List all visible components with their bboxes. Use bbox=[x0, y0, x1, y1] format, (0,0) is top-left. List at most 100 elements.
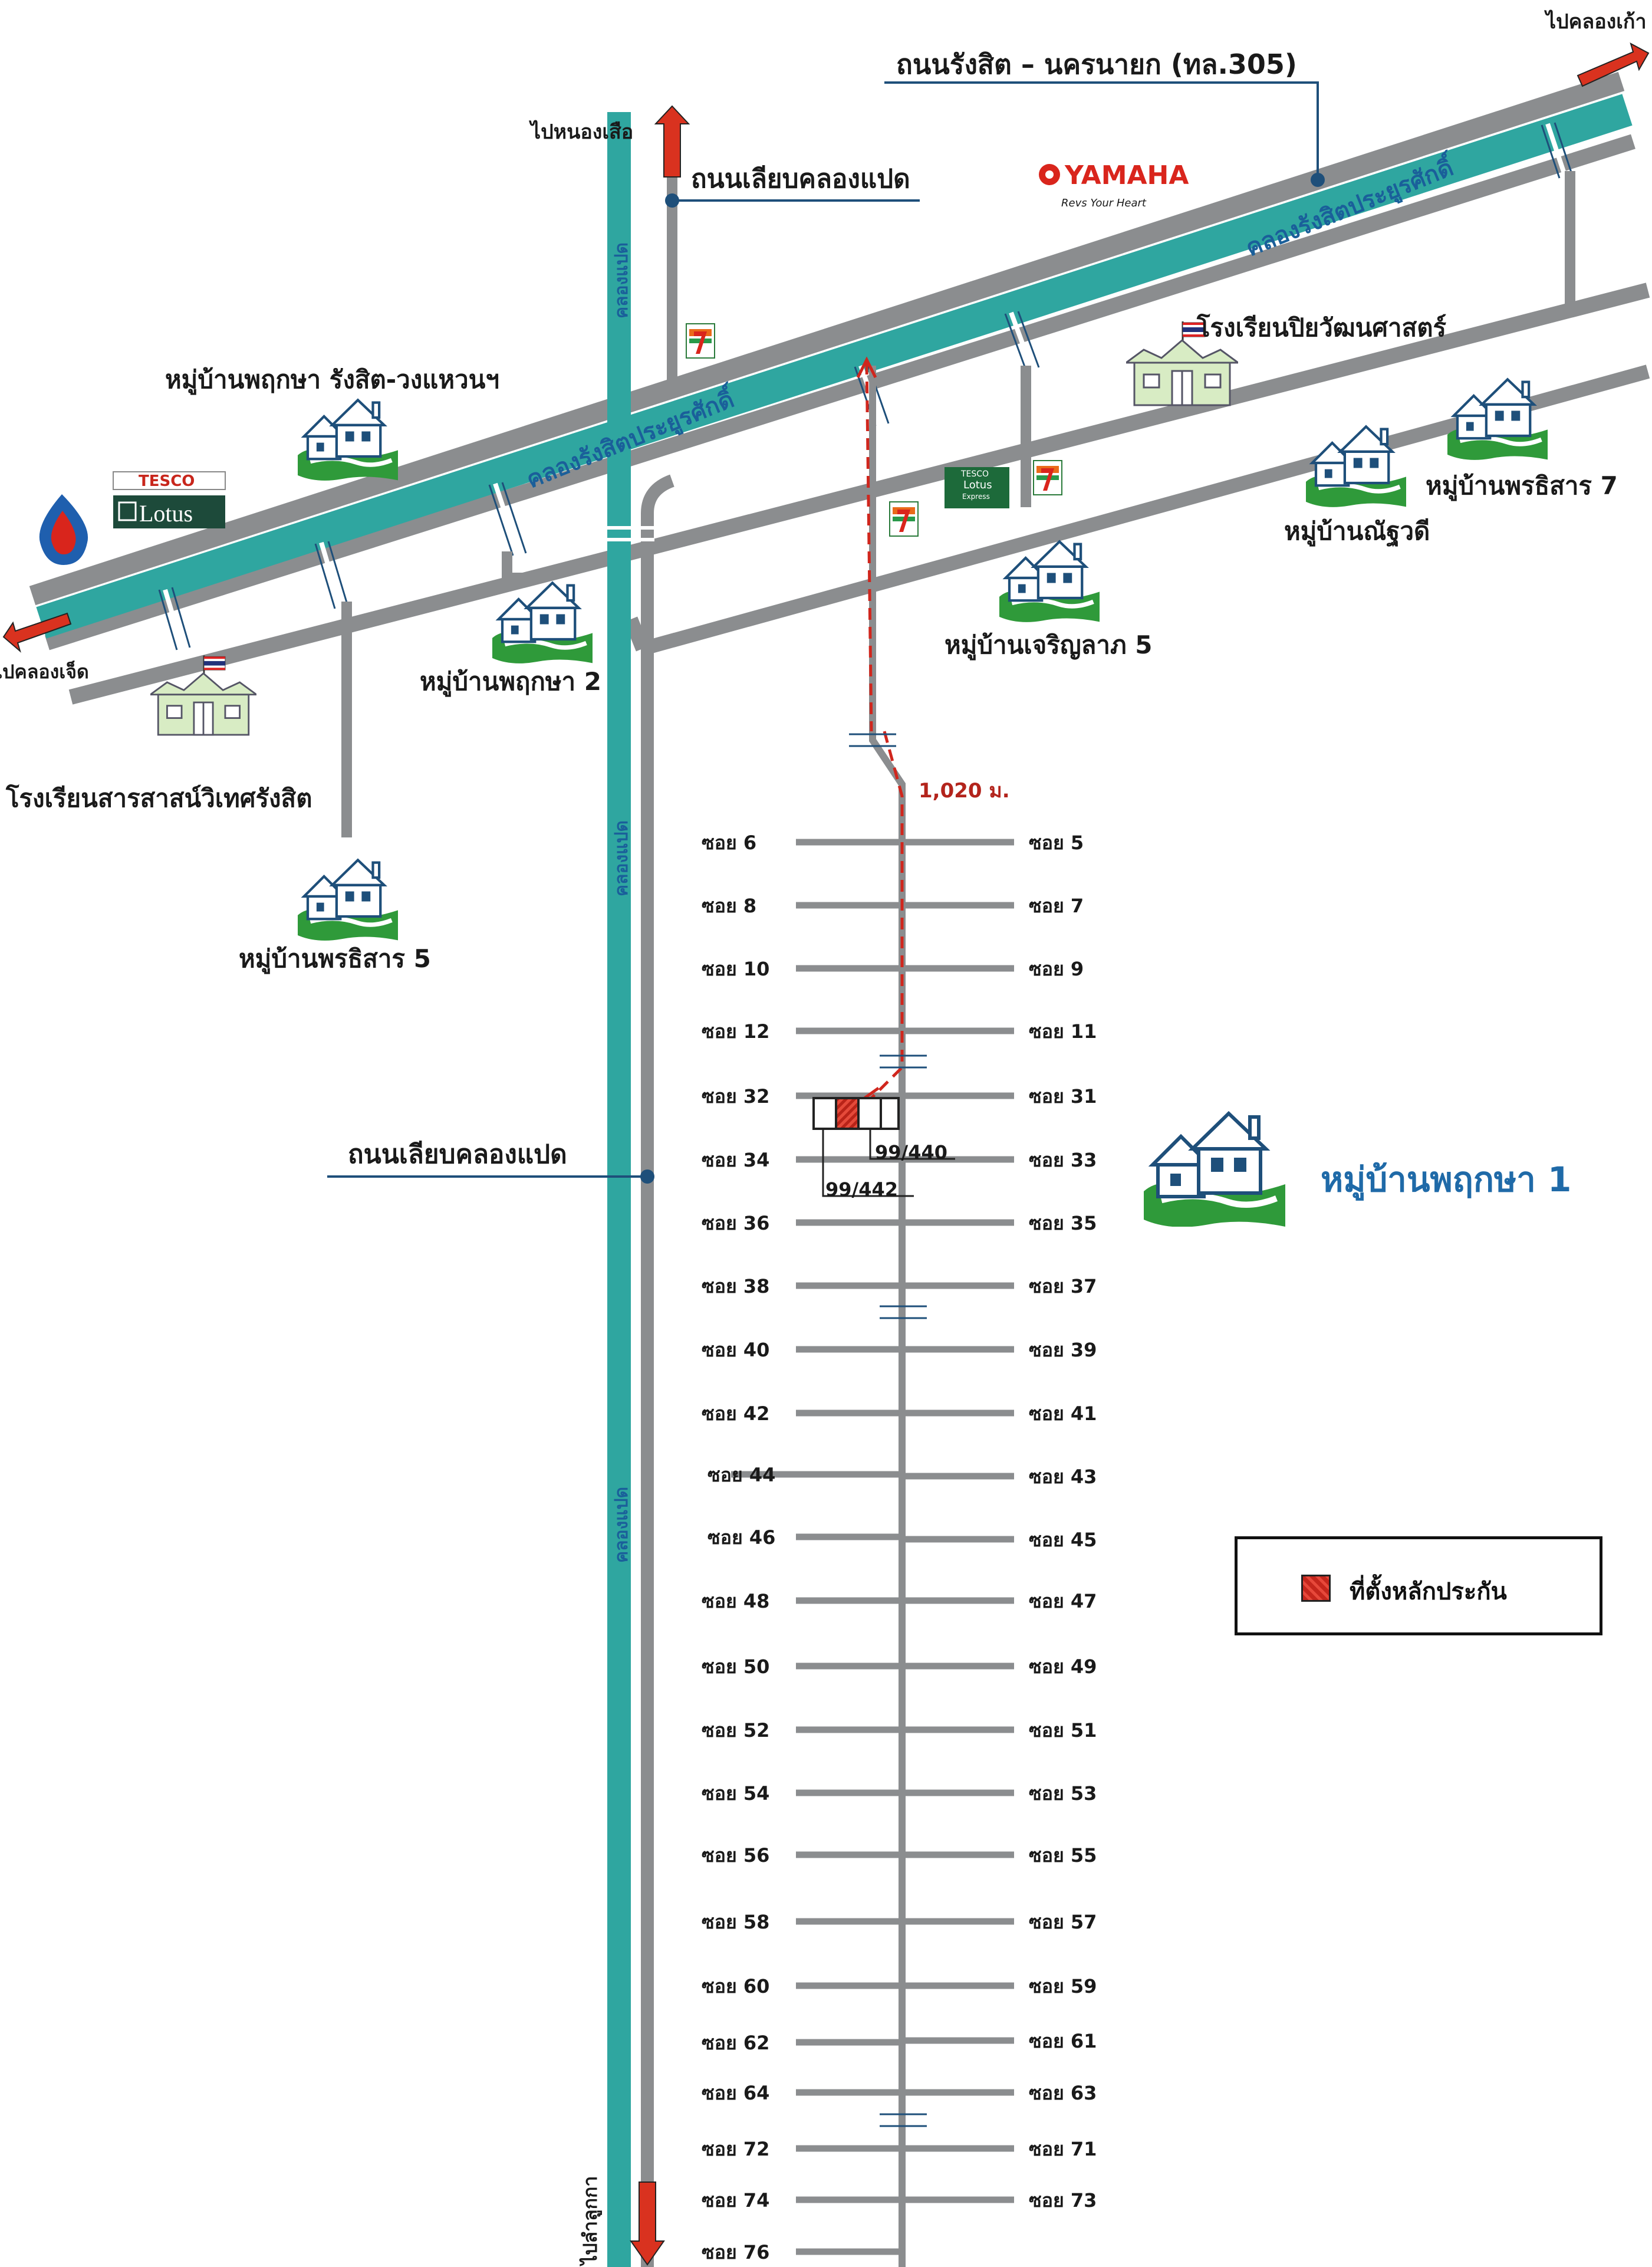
village-charoenlap-5-icon bbox=[999, 541, 1100, 622]
soi-label-left-15: ซอย 52 bbox=[702, 1719, 769, 1742]
soi-label-right-12: ซอย 45 bbox=[1029, 1529, 1097, 1551]
distance-label: 1,020 ม. bbox=[919, 779, 1010, 803]
klong8-road-label-mid: ถนนเลียบคลองแปด bbox=[348, 1139, 567, 1169]
village-pruksa-1-icon bbox=[1144, 1113, 1285, 1227]
seven-eleven-icon-1 bbox=[686, 323, 715, 359]
tesco-express-express: Express bbox=[962, 492, 990, 501]
village-pruksa-rangsit-label: หมู่บ้านพฤกษา รังสิต-วงแหวนฯ bbox=[165, 365, 499, 395]
soi-label-left-4: ซอย 12 bbox=[702, 1020, 769, 1043]
soi-label-left-17: ซอย 56 bbox=[702, 1844, 769, 1867]
soi-label-left-10: ซอย 42 bbox=[702, 1402, 769, 1425]
village-pruksa-2-icon bbox=[492, 583, 593, 663]
plot-99-442: 99/442 bbox=[825, 1178, 898, 1201]
klong8-label-b: คลองแปด bbox=[611, 820, 632, 896]
rangsit-canal bbox=[36, 94, 1633, 639]
label-to-lam-luk-ka: ไปลำลูกกา bbox=[579, 2176, 603, 2266]
seven-eleven-icon-2 bbox=[889, 501, 919, 537]
soi-label-right-11: ซอย 43 bbox=[1029, 1466, 1097, 1488]
soi-label-left-13: ซอย 48 bbox=[702, 1590, 769, 1612]
soi-label-right-2: ซอย 7 bbox=[1029, 895, 1084, 917]
village-charoenlap-5-label: หมู่บ้านเจริญลาภ 5 bbox=[945, 630, 1153, 661]
tesco-lotus-logo: TESCO Lotus bbox=[113, 471, 226, 528]
klong-8-canal bbox=[607, 112, 631, 2267]
soi-label-right-17: ซอย 55 bbox=[1029, 1844, 1097, 1867]
soi-label-right-15: ซอย 51 bbox=[1029, 1719, 1097, 1742]
klong8-label-c: คลองแปด bbox=[611, 1487, 632, 1563]
school-sarasas-label: โรงเรียนสารสาสน์วิเทศรังสิต bbox=[5, 784, 312, 813]
soi-label-left-5: ซอย 32 bbox=[702, 1085, 769, 1108]
branch-roads bbox=[341, 171, 1575, 837]
bridge-5 bbox=[1009, 311, 1034, 370]
soi-label-right-16: ซอย 53 bbox=[1029, 1782, 1097, 1805]
soi-label-right-3: ซอย 9 bbox=[1029, 958, 1084, 980]
main-road-north bbox=[29, 71, 1625, 606]
label-to-klong-9: ไปคลองเก้า bbox=[1544, 9, 1647, 34]
soi-label-left-23: ซอย 74 bbox=[702, 2189, 769, 2212]
village-pruksa-2-label: หมู่บ้านพฤกษา 2 bbox=[420, 667, 601, 697]
bridge-3 bbox=[493, 482, 521, 556]
soi-label-right-5: ซอย 31 bbox=[1029, 1085, 1097, 1108]
school-piyawat-label: โรงเรียนปิยวัฒนศาสตร์ bbox=[1196, 313, 1447, 342]
branch-pruksa-2 bbox=[502, 551, 531, 583]
soi-label-left-6: ซอย 34 bbox=[702, 1149, 769, 1171]
soi-main-road bbox=[869, 696, 906, 2267]
klong8-road-label-top: ถนนเลียบคลองแปด bbox=[691, 164, 910, 194]
legend-collateral-label: ที่ตั้งหลักประกัน bbox=[1350, 1578, 1507, 1605]
seven-eleven-icon-3 bbox=[1033, 460, 1062, 495]
soi-label-right-8: ซอย 37 bbox=[1029, 1275, 1097, 1297]
plot-right-2 bbox=[880, 1097, 900, 1130]
soi-label-left-14: ซอย 50 bbox=[702, 1655, 769, 1678]
bridge-2 bbox=[319, 541, 343, 609]
soi-label-left-8: ซอย 38 bbox=[702, 1275, 769, 1297]
route-line bbox=[865, 362, 904, 1104]
arrow-to-nong-suea bbox=[654, 105, 690, 178]
soi-label-right-13: ซอย 47 bbox=[1029, 1590, 1097, 1612]
soi-label-right-23: ซอย 73 bbox=[1029, 2189, 1097, 2212]
legend-collateral-swatch bbox=[1301, 1575, 1331, 1602]
bridge-6 bbox=[1545, 123, 1568, 178]
soi-label-left-7: ซอย 36 bbox=[702, 1212, 769, 1234]
village-pruksa-1-label: หมู่บ้านพฤกษา 1 bbox=[1321, 1159, 1571, 1201]
tesco-express-lotus: Lotus bbox=[963, 479, 992, 491]
arrow-to-klong-9 bbox=[1577, 42, 1650, 87]
soi-label-right-22: ซอย 71 bbox=[1029, 2138, 1097, 2160]
tesco-express-logo: TESCO Lotus Express bbox=[945, 467, 1009, 508]
soi-label-right-18: ซอย 57 bbox=[1029, 1911, 1097, 1933]
village-porntisarn-5-icon bbox=[298, 860, 398, 940]
soi-label-right-21: ซอย 63 bbox=[1029, 2082, 1097, 2104]
yamaha-text: YAMAHA bbox=[1064, 160, 1189, 190]
soi-label-right-7: ซอย 35 bbox=[1029, 1212, 1097, 1234]
label-to-klong-7: ไปคลองเจ็ด bbox=[0, 660, 89, 683]
klong8-bridge bbox=[601, 526, 654, 541]
soi-label-left-3: ซอย 10 bbox=[702, 958, 769, 980]
road-break-marks bbox=[849, 733, 927, 2127]
village-porntisarn-7-icon bbox=[1447, 379, 1548, 459]
soi-label-left-11: ซอย 44 bbox=[707, 1464, 775, 1486]
soi-label-left-1: ซอย 6 bbox=[702, 832, 756, 854]
plot-right-1 bbox=[857, 1097, 882, 1130]
yamaha-logo: YAMAHA Revs Your Heart bbox=[1039, 160, 1189, 209]
klong-8-road bbox=[641, 474, 675, 2267]
soi-label-right-14: ซอย 49 bbox=[1029, 1655, 1097, 1678]
village-porntisarn-7-label: หมู่บ้านพรธิสาร 7 bbox=[1426, 471, 1618, 501]
soi-label-right-1: ซอย 5 bbox=[1029, 832, 1084, 854]
bridges bbox=[163, 123, 1568, 650]
klong8-label-a: คลองแปด bbox=[611, 242, 632, 318]
soi-label-right-19: ซอย 59 bbox=[1029, 1975, 1097, 1997]
arrow-to-klong-7 bbox=[2, 612, 72, 653]
soi-label-right-20: ซอย 61 bbox=[1029, 2030, 1097, 2052]
route-arrow-top bbox=[856, 356, 877, 379]
soi-label-left-21: ซอย 64 bbox=[702, 2082, 769, 2104]
soi-label-left-24: ซอย 76 bbox=[702, 2241, 769, 2263]
soi-label-right-6: ซอย 33 bbox=[1029, 1149, 1097, 1171]
label-to-nong-suea: ไปหนองเสือ bbox=[529, 120, 633, 144]
bridge-1 bbox=[163, 589, 185, 650]
plot-left bbox=[812, 1097, 837, 1130]
main-road-label: ถนนรังสิต – นครนายก (ทล.305) bbox=[896, 48, 1297, 80]
tesco-top-text: TESCO bbox=[139, 472, 195, 490]
soi-label-left-9: ซอย 40 bbox=[702, 1339, 769, 1361]
